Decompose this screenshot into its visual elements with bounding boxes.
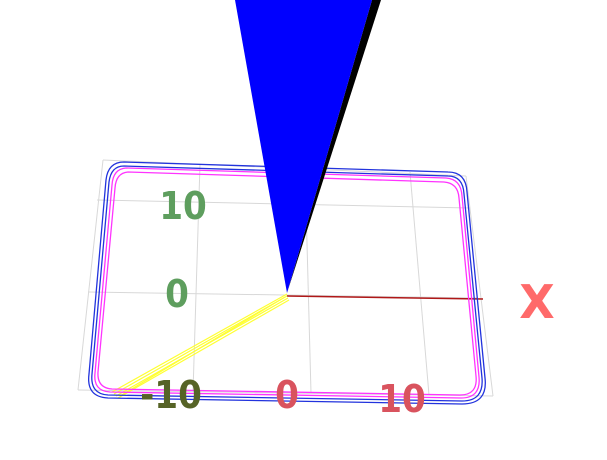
y-tick-label-0: 0 — [165, 272, 189, 316]
y-tick-label-minus-10: -10 — [140, 373, 202, 417]
cone-front-face — [235, 0, 372, 293]
grid-line-y0 — [87, 291, 479, 299]
x-tick-label-0: 0 — [275, 373, 299, 417]
path-to-origin — [111, 293, 290, 399]
grid-line-x10 — [409, 171, 430, 396]
x-axis-line — [286, 295, 484, 300]
y-tick-label-10: 10 — [159, 184, 207, 228]
grid-left-edge — [77, 159, 104, 391]
trajectory-loop-inner — [94, 167, 480, 399]
x-axis-title: X — [519, 275, 554, 329]
grid-right-edge — [465, 175, 494, 397]
trajectory-loop-outer — [87, 161, 486, 405]
x-tick-label-10: 10 — [378, 377, 426, 421]
cone-shadow-face — [287, 0, 381, 293]
